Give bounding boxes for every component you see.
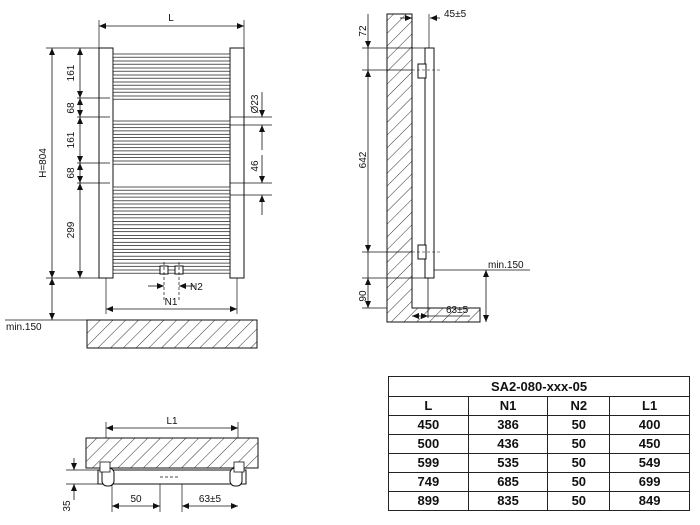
side-view — [362, 13, 530, 323]
towel-bar — [112, 207, 231, 212]
front-view-labels: L H=804 161 68 161 68 299 Ø23 46 N2 N1 m… — [6, 13, 261, 333]
towel-bar — [112, 53, 231, 58]
side-spacing-label: 46 — [250, 160, 261, 172]
towel-bar — [112, 140, 231, 145]
towel-bar — [112, 221, 231, 226]
segment-label-5: 299 — [66, 221, 77, 238]
towel-bar — [112, 214, 231, 219]
towel-bars — [112, 53, 231, 274]
table-cell: 549 — [609, 453, 690, 473]
table-cell: 400 — [609, 415, 690, 435]
towel-bar — [112, 262, 231, 267]
towel-bar — [112, 228, 231, 233]
top-view-labels: L1 35 50 63±5 — [62, 416, 222, 512]
table-cell: 50 — [547, 453, 611, 473]
towel-bar — [112, 269, 231, 274]
table-cell: 685 — [467, 472, 549, 492]
towel-bar — [112, 147, 231, 152]
pipe-diameter-label: Ø23 — [250, 94, 261, 113]
top-depth-label: 35 — [62, 500, 73, 512]
towel-bar — [112, 248, 231, 253]
floor — [86, 319, 258, 349]
table-cell: 436 — [467, 434, 549, 454]
table-row: 749 685 50 699 — [388, 472, 690, 492]
table-cell: 386 — [467, 415, 549, 435]
table-cell: 50 — [547, 434, 611, 454]
top-view-wall — [85, 437, 259, 469]
n1-label: N1 — [165, 297, 178, 308]
towel-bar — [112, 235, 231, 239]
side-view-labels: 45±5 72 642 90 min.150 63±5 — [358, 9, 524, 316]
bracket-spacing-label: 642 — [358, 151, 369, 168]
towel-bar — [112, 81, 231, 86]
height-label: H=804 — [38, 148, 49, 178]
spec-table-title: SA2-080-xxx-05 — [388, 376, 690, 397]
table-cell: 749 — [388, 472, 469, 492]
side-floor-clearance-label: min.150 — [488, 260, 524, 271]
table-row: 500 436 50 450 — [388, 434, 690, 454]
segment-label-2: 68 — [66, 102, 77, 114]
top-valve-offset-label: 63±5 — [199, 494, 222, 505]
towel-bar — [112, 241, 231, 246]
towel-bar — [112, 95, 231, 100]
table-cell: 450 — [609, 434, 690, 454]
top-offset-label: 72 — [358, 25, 369, 37]
table-cell: 535 — [467, 453, 549, 473]
header-l: L — [388, 396, 469, 416]
radiator-profile — [424, 47, 435, 279]
table-cell: 899 — [388, 491, 469, 511]
header-n1: N1 — [467, 396, 549, 416]
right-rail — [229, 47, 245, 279]
towel-bar — [112, 186, 231, 191]
towel-bar — [112, 127, 231, 132]
header-l1: L1 — [609, 396, 690, 416]
table-cell: 849 — [609, 491, 690, 511]
towel-bar — [112, 74, 231, 79]
top-valve-spacing-label: 50 — [130, 494, 142, 505]
table-row: 450 386 50 400 — [388, 415, 690, 435]
table-cell: 50 — [547, 472, 611, 492]
top-bracket-width-label: L1 — [166, 416, 178, 427]
wall — [386, 13, 481, 323]
header-n2: N2 — [547, 396, 611, 416]
table-cell: 450 — [388, 415, 469, 435]
bottom-offset-label: 90 — [358, 290, 369, 302]
wall-offset-label: 45±5 — [444, 9, 467, 20]
towel-bar — [112, 255, 231, 260]
towel-bar — [112, 133, 231, 138]
bracket-top — [417, 63, 427, 79]
towel-bar — [112, 200, 231, 205]
table-row: 599 535 50 549 — [388, 453, 690, 473]
n2-label: N2 — [190, 282, 203, 293]
towel-bar — [112, 160, 231, 165]
towel-bar — [112, 120, 231, 125]
width-label: L — [168, 13, 174, 24]
top-view — [66, 422, 259, 512]
towel-bar — [112, 193, 231, 198]
spec-table: SA2-080-xxx-05 L N1 N2 L1 450 386 50 400… — [388, 376, 690, 511]
table-cell: 500 — [388, 434, 469, 454]
table-cell: 699 — [609, 472, 690, 492]
segment-label-1: 161 — [66, 64, 77, 81]
floor-clearance-label: min.150 — [6, 322, 42, 333]
towel-bar — [112, 88, 231, 93]
front-view — [5, 20, 272, 349]
table-cell: 50 — [547, 491, 611, 511]
table-cell: 835 — [467, 491, 549, 511]
towel-bar — [112, 60, 231, 65]
segment-label-3: 161 — [66, 131, 77, 148]
towel-bar — [112, 67, 231, 72]
towel-bar — [112, 153, 231, 158]
table-cell: 599 — [388, 453, 469, 473]
table-row: 899 835 50 849 — [388, 491, 690, 511]
side-valve-offset-label: 63±5 — [446, 305, 469, 316]
segment-label-4: 68 — [66, 167, 77, 179]
table-cell: 50 — [547, 415, 611, 435]
